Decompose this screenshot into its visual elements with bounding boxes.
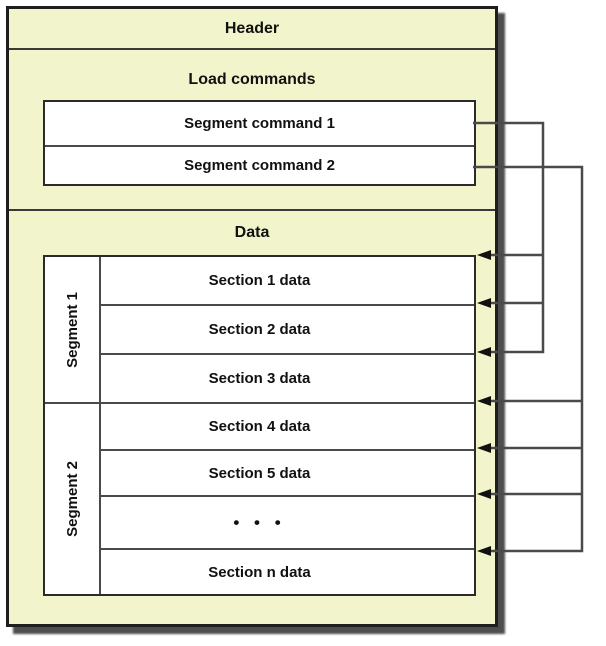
load-commands-label: Load commands xyxy=(188,71,316,88)
segment-2-cell: Segment 2 xyxy=(45,404,99,594)
load-commands-box: Segment command 1 Segment command 2 xyxy=(43,100,476,186)
segment-1-label: Segment 1 xyxy=(63,291,81,368)
section-2-data-label: Section 2 data xyxy=(208,321,311,338)
segment-label-column: Segment 1 Segment 2 xyxy=(45,257,101,594)
segment-command-1-label: Segment command 1 xyxy=(184,115,335,132)
data-table: Segment 1 Segment 2 Section 1 data Secti… xyxy=(43,255,476,596)
section-row-2: Section 2 data xyxy=(101,306,474,355)
data-label: Data xyxy=(234,224,270,241)
section-row-4: Section 4 data xyxy=(101,404,474,451)
section-n-data-label: Section n data xyxy=(208,563,311,581)
section-3-data-label: Section 3 data xyxy=(208,370,311,387)
header-label: Header xyxy=(224,19,280,37)
data-divider-line xyxy=(9,209,495,211)
section-row-ellipsis: • • • xyxy=(101,497,474,550)
section-row-n: Section n data xyxy=(101,550,474,594)
segment-2-label: Segment 2 xyxy=(63,461,81,537)
section-4-data-label: Section 4 data xyxy=(208,418,311,435)
segment-command-row-2: Segment command 2 xyxy=(45,147,474,184)
segment-1-cell: Segment 1 xyxy=(45,257,99,404)
header-section: Header xyxy=(9,9,495,50)
section-1-data-label: Section 1 data xyxy=(208,272,311,289)
section-row-5: Section 5 data xyxy=(101,451,474,497)
section-rows-column: Section 1 data Section 2 data Section 3 … xyxy=(101,257,474,594)
segment-command-2-label: Segment command 2 xyxy=(184,157,335,174)
section-row-3: Section 3 data xyxy=(101,355,474,404)
section-row-1: Section 1 data xyxy=(101,257,474,306)
ellipsis-label: • • • xyxy=(233,512,286,532)
file-outer-box: Header Load commands Segment command 1 S… xyxy=(6,6,498,627)
segment-command-row-1: Segment command 1 xyxy=(45,102,474,147)
data-title: Data xyxy=(9,213,495,253)
load-commands-title: Load commands xyxy=(9,65,495,95)
section-5-data-label: Section 5 data xyxy=(208,464,311,482)
